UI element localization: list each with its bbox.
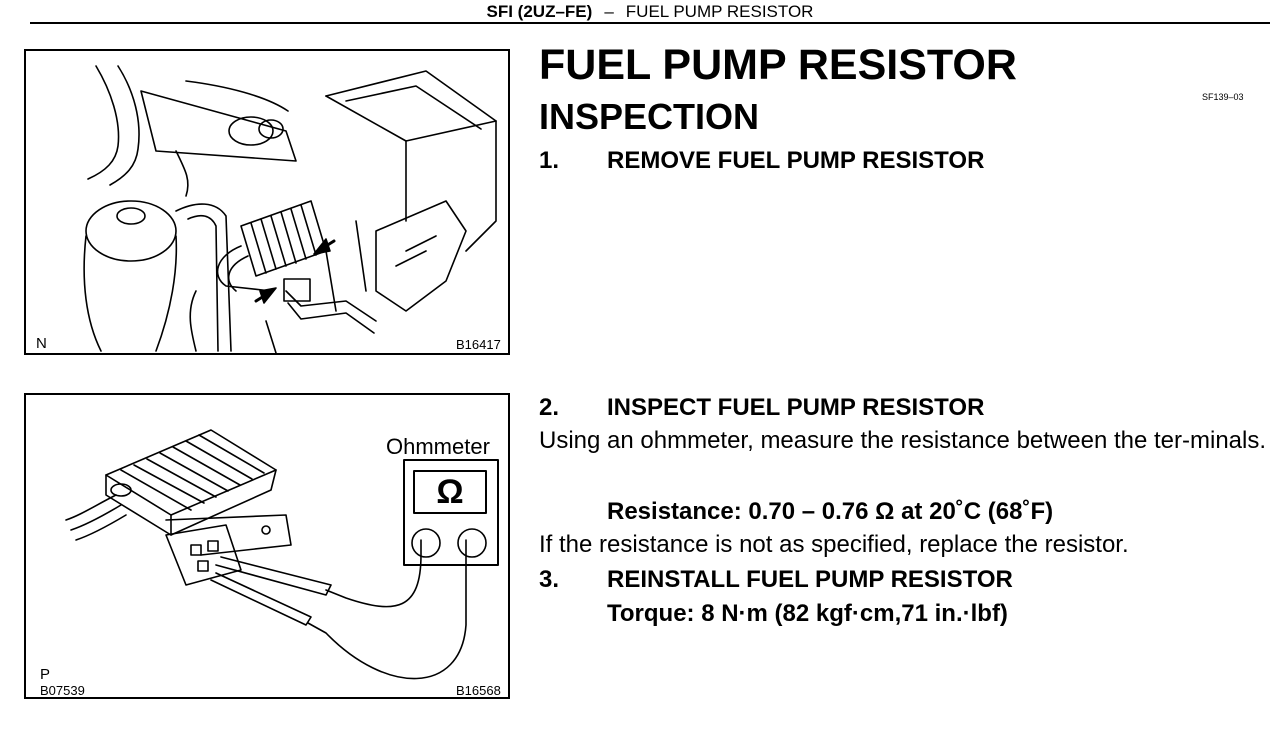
step-number: 3. xyxy=(539,566,560,593)
engine-bay-illustration xyxy=(83,65,497,353)
header-separator: – xyxy=(604,2,614,21)
figure-resistor-location: N B16417 xyxy=(24,49,510,355)
step-title: REMOVE FUEL PUMP RESISTOR xyxy=(607,147,985,174)
page-header: SFI (2UZ–FE)–FUEL PUMP RESISTOR xyxy=(30,0,1270,24)
section-title: INSPECTION xyxy=(539,96,760,137)
ohmmeter-illustration xyxy=(65,429,499,680)
torque-spec: Torque: 8 N·m (82 kgf·cm,71 in.·lbf) xyxy=(607,600,1008,627)
step-title: REINSTALL FUEL PUMP RESISTOR xyxy=(607,566,1013,593)
figure-code: B16568 xyxy=(456,683,501,698)
figure-corner-label: N xyxy=(36,335,47,352)
figure-ohmmeter-test: Ohmmeter Ω P B07539 B16568 xyxy=(24,393,510,699)
step-2-instruction: Using an ohmmeter, measure the resistanc… xyxy=(539,427,1267,454)
step-number: 1. xyxy=(539,147,560,174)
figure-code: B16417 xyxy=(456,337,501,352)
step-1: 1. REMOVE FUEL PUMP RESISTOR xyxy=(539,146,984,176)
resistance-spec: Resistance: 0.70 – 0.76 Ω at 20˚C (68˚F) xyxy=(607,498,1054,525)
step-2: 2. INSPECT FUEL PUMP RESISTOR xyxy=(539,393,984,423)
figure-code-left: B07539 xyxy=(40,683,85,698)
header-component: FUEL PUMP RESISTOR xyxy=(625,2,814,21)
step-title: INSPECT FUEL PUMP RESISTOR xyxy=(607,394,985,421)
figure-corner-label: P xyxy=(40,666,51,683)
header-section: SFI (2UZ–FE) xyxy=(486,2,593,21)
replace-note: If the resistance is not as specified, r… xyxy=(539,531,1129,558)
page-title: FUEL PUMP RESISTOR xyxy=(539,41,1017,89)
document-code: SF139–03 xyxy=(1202,92,1244,102)
step-3: 3. REINSTALL FUEL PUMP RESISTOR xyxy=(539,565,1013,595)
ohm-symbol-icon: Ω xyxy=(436,473,464,511)
step-number: 2. xyxy=(539,394,560,421)
ohmmeter-label: Ohmmeter xyxy=(386,434,490,459)
